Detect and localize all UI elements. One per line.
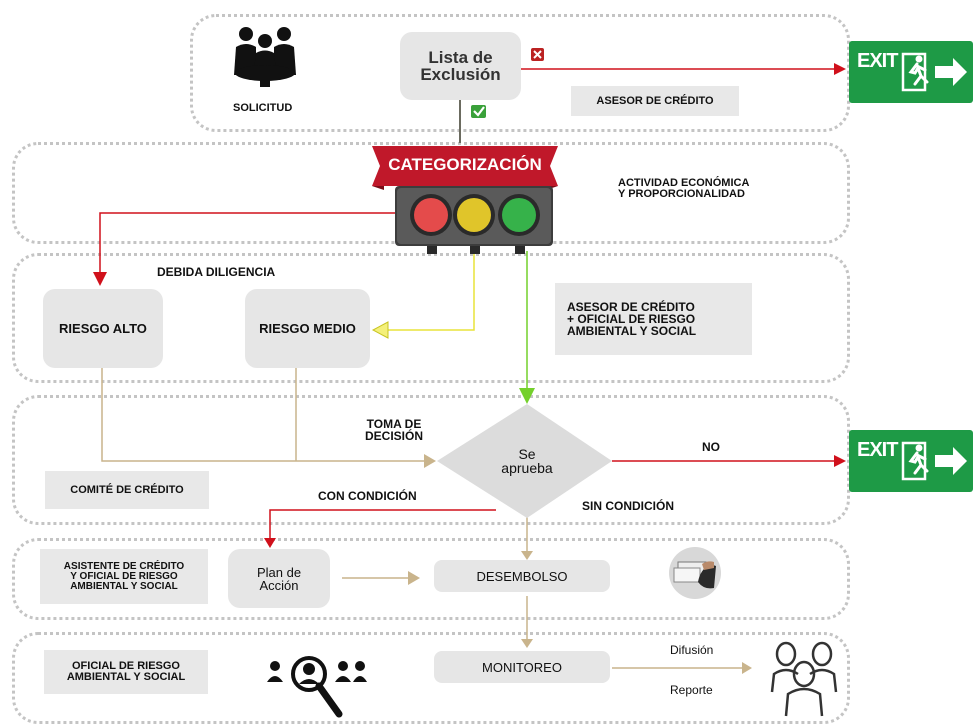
asistente-line1: ASISTENTE DE CRÉDITO xyxy=(63,560,185,572)
debida-diligencia-label: DEBIDA DILIGENCIA xyxy=(157,265,276,279)
se-aprueba-line2: aprueba xyxy=(501,460,553,476)
actividad-label: ACTIVIDAD ECONÓMICA Y PROPORCIONALIDAD xyxy=(618,178,749,200)
exit-runner-icon xyxy=(901,52,967,92)
asesor-oficial-line3: AMBIENTAL Y SOCIAL xyxy=(567,324,697,338)
desembolso-box: DESEMBOLSO xyxy=(434,560,610,592)
asesor-credito-note: ASESOR DE CRÉDITO xyxy=(571,86,739,116)
sin-condicion-label: SIN CONDICIÓN xyxy=(582,499,675,513)
reject-x-icon xyxy=(531,48,544,61)
monitoreo-box: MONITOREO xyxy=(434,651,610,683)
categorizacion-title: CATEGORIZACIÓN xyxy=(388,155,542,174)
exit-label-top: EXIT xyxy=(857,50,898,72)
arrow-con-condicion xyxy=(269,509,496,540)
plan-line2: Acción xyxy=(259,577,299,593)
decision-diamond xyxy=(437,404,612,518)
oficial-line1: OFICIAL DE RIESGO xyxy=(72,660,180,672)
oficial-note: OFICIAL DE RIESGO AMBIENTAL Y SOCIAL xyxy=(44,650,208,694)
lane-solicitud xyxy=(190,14,850,132)
arrowhead-decision xyxy=(519,388,535,404)
arrowhead-plan xyxy=(264,538,276,548)
arrowhead-to-decision xyxy=(424,454,436,468)
exit-sign-bottom: EXIT xyxy=(849,430,973,492)
no-label: NO xyxy=(702,440,720,454)
lane-desembolso xyxy=(12,538,850,620)
lane-debida-diligencia xyxy=(12,253,850,383)
payment-hand-icon xyxy=(669,547,721,599)
asistente-line3: AMBIENTAL Y SOCIAL xyxy=(70,580,178,592)
toma-line2: DECISIÓN xyxy=(365,429,424,443)
se-aprueba-line1: Se xyxy=(518,446,536,462)
exit-runner-icon xyxy=(901,441,967,481)
exit-label-bottom: EXIT xyxy=(857,439,898,461)
plan-line1: Plan de xyxy=(256,564,302,580)
reporte-label: Reporte xyxy=(670,683,713,697)
plan-accion-box: Plan de Acción xyxy=(228,549,330,608)
asesor-oficial-line2: + OFICIAL DE RIESGO xyxy=(567,312,696,326)
lane-decision xyxy=(12,395,850,525)
asesor-oficial-note: ASESOR DE CRÉDITO + OFICIAL DE RIESGO AM… xyxy=(555,283,752,355)
exit-sign-top: EXIT xyxy=(849,41,973,103)
people-meeting-icon xyxy=(234,27,296,87)
comite-note: COMITÉ DE CRÉDITO xyxy=(45,471,209,509)
difusion-label: Difusión xyxy=(670,643,714,657)
riesgo-medio-box: RIESGO MEDIO xyxy=(245,289,370,368)
actividad-line2: Y PROPORCIONALIDAD xyxy=(618,188,745,200)
lista-line1: Lista de xyxy=(428,48,493,67)
arrowhead-riesgo-medio xyxy=(371,321,389,339)
arrowhead-no-exit xyxy=(834,455,846,467)
arrowhead-desembolso xyxy=(521,551,533,560)
line-alto-decision xyxy=(101,368,424,462)
asistente-line2: Y OFICIAL DE RIESGO xyxy=(70,570,178,582)
riesgo-alto-box: RIESGO ALTO xyxy=(43,289,163,368)
stakeholders-icon xyxy=(770,641,838,717)
arrowhead-plan-desembolso xyxy=(408,571,420,585)
solicitud-label: SOLICITUD xyxy=(233,102,293,114)
traffic-light-icon xyxy=(395,186,553,254)
arrow-to-riesgo-alto xyxy=(99,212,400,276)
toma-decision-label: TOMA DE DECISIÓN xyxy=(365,418,423,442)
arrow-to-riesgo-medio xyxy=(384,251,475,331)
check-icon xyxy=(471,105,486,118)
arrowhead-monitoreo xyxy=(521,639,533,648)
actividad-line1: ACTIVIDAD ECONÓMICA xyxy=(618,177,750,189)
arrowhead-lista-exit xyxy=(834,63,846,75)
se-aprueba-label: Se aprueba xyxy=(487,447,567,475)
lane-monitoreo xyxy=(12,632,850,724)
oficial-line2: AMBIENTAL Y SOCIAL xyxy=(66,671,186,683)
toma-line1: TOMA DE xyxy=(366,417,422,431)
search-people-icon xyxy=(267,656,367,718)
arrowhead-monitoreo-difusion xyxy=(742,662,752,674)
lista-exclusion-box: Lista de Exclusión xyxy=(400,32,521,100)
con-condicion-label: CON CONDICIÓN xyxy=(318,489,417,503)
asesor-oficial-line1: ASESOR DE CRÉDITO xyxy=(567,300,695,314)
asistente-note: ASISTENTE DE CRÉDITO Y OFICIAL DE RIESGO… xyxy=(40,549,208,604)
arrowhead-riesgo-alto xyxy=(93,272,107,286)
lista-line2: Exclusión xyxy=(420,65,501,84)
